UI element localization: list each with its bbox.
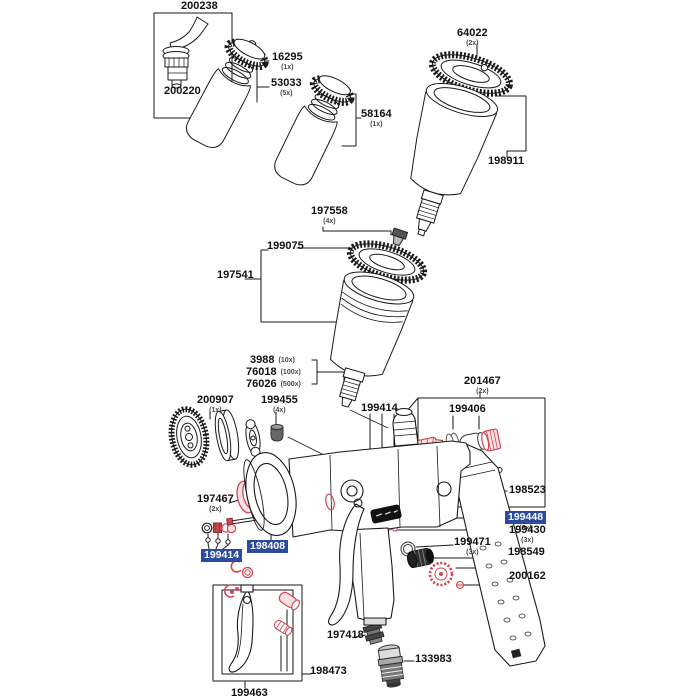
part-label-199430: 199430(3x)	[509, 524, 546, 545]
part-label-197467: 197467(2x)	[197, 493, 234, 514]
part-label-198523: 198523	[509, 484, 546, 496]
red-nut-drawing	[481, 428, 502, 452]
nozzle-seal-red	[325, 493, 335, 511]
part-label-199455: 199455(4x)	[261, 394, 298, 415]
red-bead-drawing	[213, 522, 222, 533]
gun-trigger	[328, 503, 365, 626]
lid-199075-drawing	[346, 240, 428, 284]
clip-197418-drawing	[362, 622, 385, 645]
gun-barrel	[288, 440, 471, 538]
callout-box-199463	[212, 584, 303, 682]
trigger-pin-small-drawing	[273, 619, 293, 636]
part-label-197541: 197541	[217, 269, 254, 281]
gear-knob-200162-drawing	[428, 561, 465, 590]
knob-198549-drawing	[406, 547, 435, 569]
part-label-199414-bottom[interactable]: 199414	[201, 549, 243, 562]
part-label-133983: 133983	[415, 653, 452, 665]
part-label-198408[interactable]: 198408	[247, 540, 289, 553]
cup-197541-drawing	[329, 271, 415, 408]
gun-body-drawing	[288, 407, 546, 667]
part-label-197558: 197558(4x)	[311, 205, 348, 226]
aircap-ring-drawing	[214, 409, 240, 462]
gun-grip-dots	[479, 541, 532, 659]
part-label-76026: 76026(500x)	[246, 378, 301, 390]
part-label-197418: 197418	[327, 629, 364, 641]
cup-198911-drawing	[410, 83, 499, 237]
part-label-200238: 200238	[181, 0, 218, 12]
part-label-200907: 200907(1x)	[197, 394, 234, 415]
callout-box-198473	[221, 589, 294, 675]
plug-199455-drawing	[270, 424, 284, 442]
seal-cluster-drawing	[201, 522, 237, 534]
part-label-199471: 199471(3x)	[454, 536, 491, 557]
part-label-199406: 199406	[449, 403, 486, 415]
part-label-3988: 3988(10x)	[250, 354, 295, 366]
bottle-small-1-drawing	[185, 38, 269, 148]
bottle-small-2-drawing	[274, 75, 355, 186]
nozzle-drawing	[245, 419, 261, 457]
part-label-199463: 199463	[231, 687, 268, 699]
part-label-76018: 76018(100x)	[246, 366, 301, 378]
part-label-64022: 64022(2x)	[457, 27, 488, 48]
fitting-133983-drawing	[377, 644, 405, 688]
part-label-198473: 198473	[310, 665, 347, 677]
swivel-elbow-drawing	[162, 16, 209, 89]
part-label-199414-top: 199414	[361, 402, 398, 414]
part-label-199448[interactable]: 199448(3x)	[505, 511, 547, 532]
part-label-200220: 200220	[164, 85, 201, 97]
part-label-201467: 201467(2x)	[464, 375, 501, 396]
aircap-200907-drawing	[168, 406, 210, 468]
trigger-pin-large-drawing	[278, 591, 301, 611]
trigger-drawing	[228, 584, 254, 673]
part-label-198549: 198549	[508, 546, 545, 558]
part-label-16295: 16295(1x)	[272, 51, 303, 72]
part-label-200162: 200162	[509, 570, 546, 582]
gun-front-ring	[243, 452, 335, 536]
sata-badge	[370, 504, 402, 524]
nipple-197558-drawing	[391, 227, 409, 247]
part-label-58164: 58164(1x)	[361, 108, 392, 129]
part-label-199075: 199075	[267, 240, 304, 252]
part-label-198911: 198911	[488, 155, 525, 167]
part-label-53033: 53033(5x)	[271, 77, 302, 98]
